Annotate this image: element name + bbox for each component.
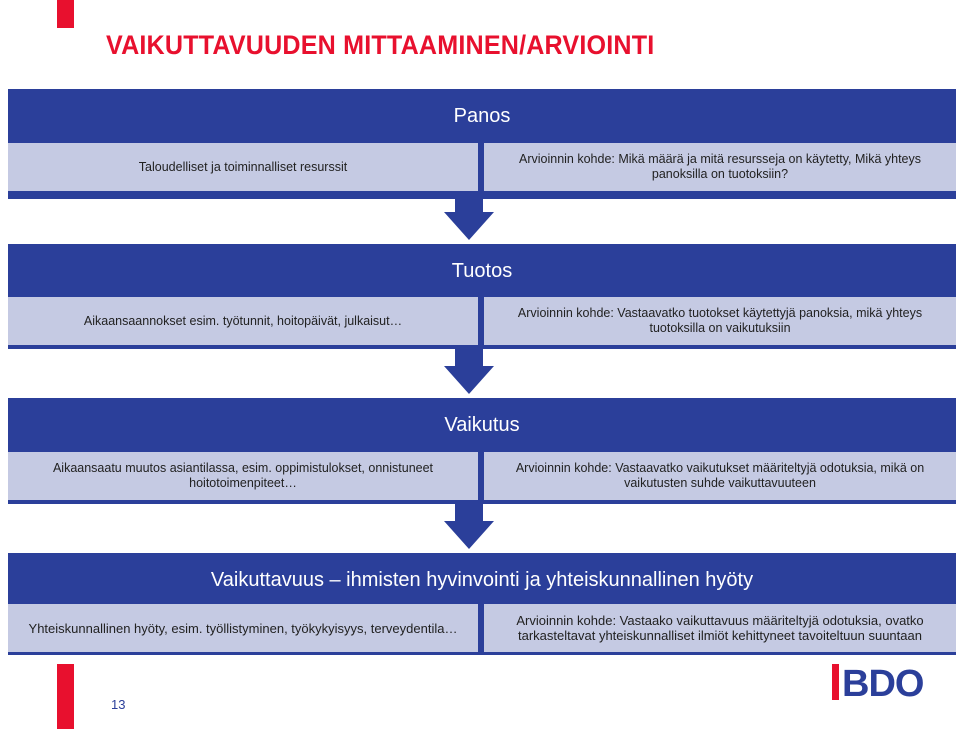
stage-header-label: Vaikuttavuus – ihmisten hyvinvointi ja y… [210,569,754,591]
stage-vaikutus-description: Aikaansaatu muutos asiantilassa, esim. o… [8,452,478,500]
down-arrow-icon [444,192,494,240]
bdo-logo: BDO [832,663,924,705]
bottom-accent-bar [57,664,74,729]
stage-panos-description: Taloudelliset ja toiminnalliset resurssi… [8,143,478,191]
svg-text:BDO: BDO [842,663,923,705]
stage-vaikuttavuus-evaluation: Arvioinnin kohde: Vastaako vaikuttavuus … [484,604,956,652]
stage-tuotos-description: Aikaansaannokset esim. työtunnit, hoitop… [8,297,478,345]
stage-header-label: Panos [453,105,511,127]
down-arrow-icon [444,501,494,549]
stage-vaikutus-evaluation: Arvioinnin kohde: Vastaavatko vaikutukse… [484,452,956,500]
slide-title: VAIKUTTAVUUDEN MITTAAMINEN/ARVIOINTI [106,30,655,60]
down-arrow-icon [444,346,494,394]
stage-vaikuttavuus-description: Yhteiskunnallinen hyöty, esim. työllisty… [8,604,478,652]
stage-panos-evaluation: Arvioinnin kohde: Mikä määrä ja mitä res… [484,143,956,191]
stage-tuotos-evaluation: Arvioinnin kohde: Vastaavatko tuotokset … [484,297,956,345]
top-accent-bar [57,0,74,28]
page-number: 13 [111,697,126,712]
stage-header-label: Vaikutus [444,414,520,436]
stage-header-label: Tuotos [451,260,513,282]
